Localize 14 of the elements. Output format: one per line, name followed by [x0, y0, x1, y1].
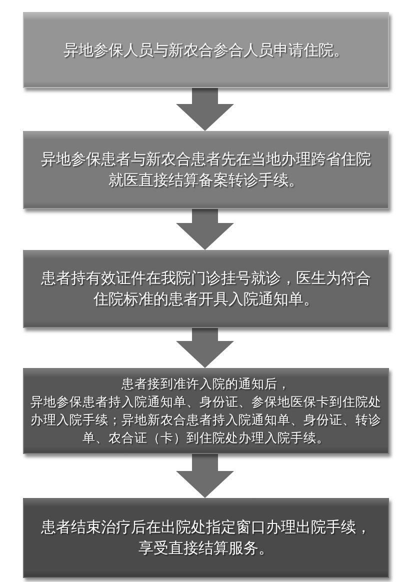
- process-box: [23, 250, 389, 328]
- process-box: [23, 368, 389, 454]
- process-box: [23, 12, 389, 88]
- step-text: 异地参保患者与新农合患者先在当地办理跨省住院就医直接结算备案转诊手续。: [40, 149, 372, 191]
- step-text: 异地参保人员与新农合参合人员申请住院。: [64, 40, 348, 60]
- step-text: 异地参保患者持入院通知单、身份证、参保地医保卡到住院处办理入院手续；异地新农合患者持入院通知单、身份证、转诊单、农合证（卡）到住院处办理入院手续。: [30, 393, 382, 447]
- process-box: [23, 131, 389, 209]
- arrow: [176, 209, 234, 250]
- step-text: 患者结束治疗后在出院处指定窗口办理出院手续，享受直接结算服务。: [40, 517, 372, 559]
- step-text: 患者接到准许入院的通知后，: [122, 375, 290, 393]
- process-box: [23, 498, 389, 578]
- arrow: [176, 88, 234, 131]
- step-text: 患者持有效证件在我院门诊挂号就诊，医生为符合住院标准的患者开具入院通知单。: [40, 268, 372, 310]
- arrow: [176, 328, 234, 368]
